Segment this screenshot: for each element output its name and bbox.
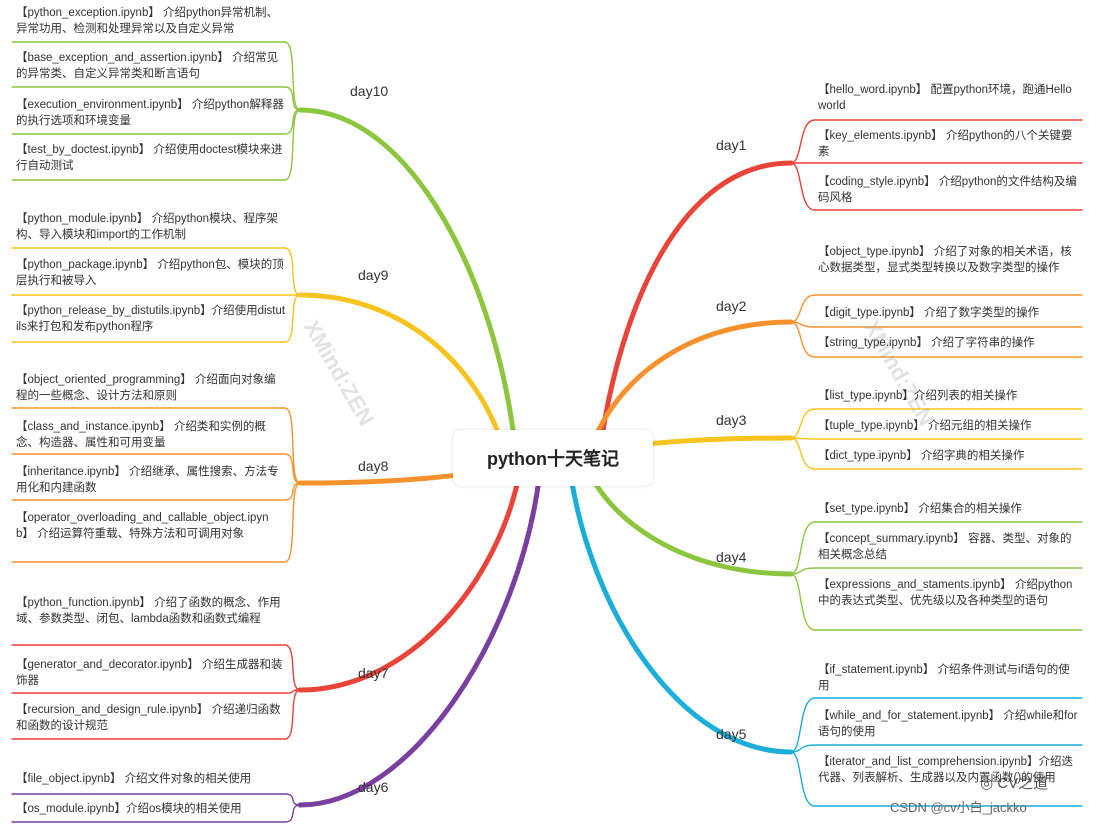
topic-day2[interactable]: day2 [716,298,747,314]
leaf-topic[interactable]: 【python_release_by_distutils.ipynb】介绍使用d… [16,305,286,333]
topic-day10[interactable]: day10 [350,83,389,99]
leaf-line [790,521,1083,575]
leaf-topic[interactable]: 【python_function.ipynb】 介绍了函数的概念、作用域、参数类… [16,597,281,625]
leaf-line [11,804,301,823]
leaf-line [11,41,301,111]
leaf-topic[interactable]: 【while_and_for_statement.ipynb】 介绍while和… [818,710,1078,738]
topic-day7[interactable]: day7 [358,665,389,681]
leaf-topic[interactable]: 【file_object.ipynb】 介绍文件对象的相关使用 [16,773,252,785]
leaf-line [790,294,1083,323]
leaf-line [11,482,301,501]
leaf-topic[interactable]: 【dict_type.ipynb】 介绍字典的相关操作 [818,450,1025,462]
leaf-line [790,162,1083,211]
leaf-topic[interactable]: 【python_package.ipynb】 介绍python包、模块的顶层执行… [16,259,284,287]
branch-day10 [297,107,518,448]
leaf-topic[interactable]: 【tuple_type.ipynb】 介绍元组的相关操作 [818,420,1032,432]
wechat-badge: ◎ CV之道 [980,775,1049,792]
leaf-line [790,573,1083,631]
leaf-line [11,793,301,806]
leaf-line [11,689,301,740]
topic-day1[interactable]: day1 [716,137,747,153]
branch-day5 [567,467,794,755]
leaf-line [790,697,1083,753]
leaf-line [11,109,301,181]
leaf-line [790,751,1083,807]
branch-day7 [297,467,523,693]
leaf-line [11,247,301,296]
leaf-topic[interactable]: 【coding_style.ipynb】 介绍python的文件结构及编码风格 [818,176,1077,204]
topic-day4[interactable]: day4 [716,549,747,565]
branch-day2 [587,319,794,455]
leaf-topic[interactable]: 【operator_overloading_and_callable_objec… [16,512,269,540]
leaf-line [11,86,301,111]
leaf-topic[interactable]: 【object_oriented_programming】 介绍面向对象编程的一… [16,374,276,402]
leaf-topic[interactable]: 【base_exception_and_assertion.ipynb】 介绍常… [16,52,279,80]
root-topic[interactable]: python十天笔记 [453,430,653,486]
leaf-topic[interactable]: 【object_type.ipynb】 介绍了对象的相关术语，核心数据类型，显式… [818,246,1072,274]
leaf-topic[interactable]: 【python_module.ipynb】 介绍python模块、程序架构、导入… [16,213,279,241]
leaf-line [790,437,1083,470]
branch-day1 [597,160,794,453]
topic-day8[interactable]: day8 [358,458,389,474]
leaf-line [790,744,1083,753]
leaf-topic[interactable]: 【iterator_and_list_comprehension.ipynb】介… [818,756,1074,784]
leaf-topic[interactable]: 【hello_word.ipynb】 配置python环境，跑通Hello wo… [818,84,1072,112]
leaf-topic[interactable]: 【inheritance.ipynb】 介绍继承、属性搜索、方法专用化和内建函数 [16,466,279,494]
leaf-topic[interactable]: 【digit_type.ipynb】 介绍了数字类型的操作 [818,307,1040,319]
wechat-icon: ◎ [980,775,994,792]
topic-day5[interactable]: day5 [716,726,747,742]
leaf-line [11,644,301,691]
leaf-topic[interactable]: 【if_statement.ipynb】 介绍条件测试与if语句的使用 [818,664,1070,692]
leaf-topic[interactable]: 【test_by_doctest.ipynb】 介绍使用doctest模块来进行… [16,144,283,172]
leaf-line [790,119,1083,164]
leaf-topic[interactable]: 【generator_and_decorator.ipynb】 介绍生成器和装饰… [16,659,283,687]
leaf-topic[interactable]: 【key_elements.ipynb】 介绍python的八个关键要素 [818,130,1073,158]
leaf-line [11,294,301,343]
leaf-line [790,567,1083,575]
leaf-line [790,321,1083,358]
topic-day6[interactable]: day6 [358,779,389,795]
branch-day9 [297,292,508,458]
leaf-topic[interactable]: 【string_type.ipynb】 介绍了字符串的操作 [818,337,1035,349]
leaf-line [790,437,1083,440]
leaf-topic[interactable]: 【class_and_instance.ipynb】 介绍类和实例的概念、构造器… [16,421,266,449]
leaf-topic[interactable]: 【set_type.ipynb】 介绍集合的相关操作 [818,503,1022,515]
leaf-topic[interactable]: 【os_module.ipynb】介绍os模块的相关使用 [16,803,242,815]
leaf-topic[interactable]: 【list_type.ipynb】介绍列表的相关操作 [818,390,1018,402]
leaf-topic[interactable]: 【execution_environment.ipynb】 介绍python解释… [16,99,284,127]
leaf-topic[interactable]: 【python_exception.ipynb】 介绍python异常机制、异常… [16,7,279,35]
leaf-topic[interactable]: 【recursion_and_design_rule.ipynb】 介绍递归函数… [16,704,281,732]
leaf-line [11,482,301,563]
leaf-line [11,689,301,694]
leaf-line [11,453,301,484]
topic-day3[interactable]: day3 [716,412,747,428]
topic-day9[interactable]: day9 [358,267,389,283]
csdn-credit: CSDN @cv小白_jackko [890,800,1027,815]
branch-day6 [297,469,543,808]
leaf-topic[interactable]: 【concept_summary.ipynb】 容器、类型、对象的相关概念总结 [818,533,1072,561]
leaf-topic[interactable]: 【expressions_and_staments.ipynb】 介绍pytho… [818,579,1073,607]
leaf-line [11,407,301,484]
leaf-line [790,408,1083,439]
leaf-line [790,321,1083,328]
